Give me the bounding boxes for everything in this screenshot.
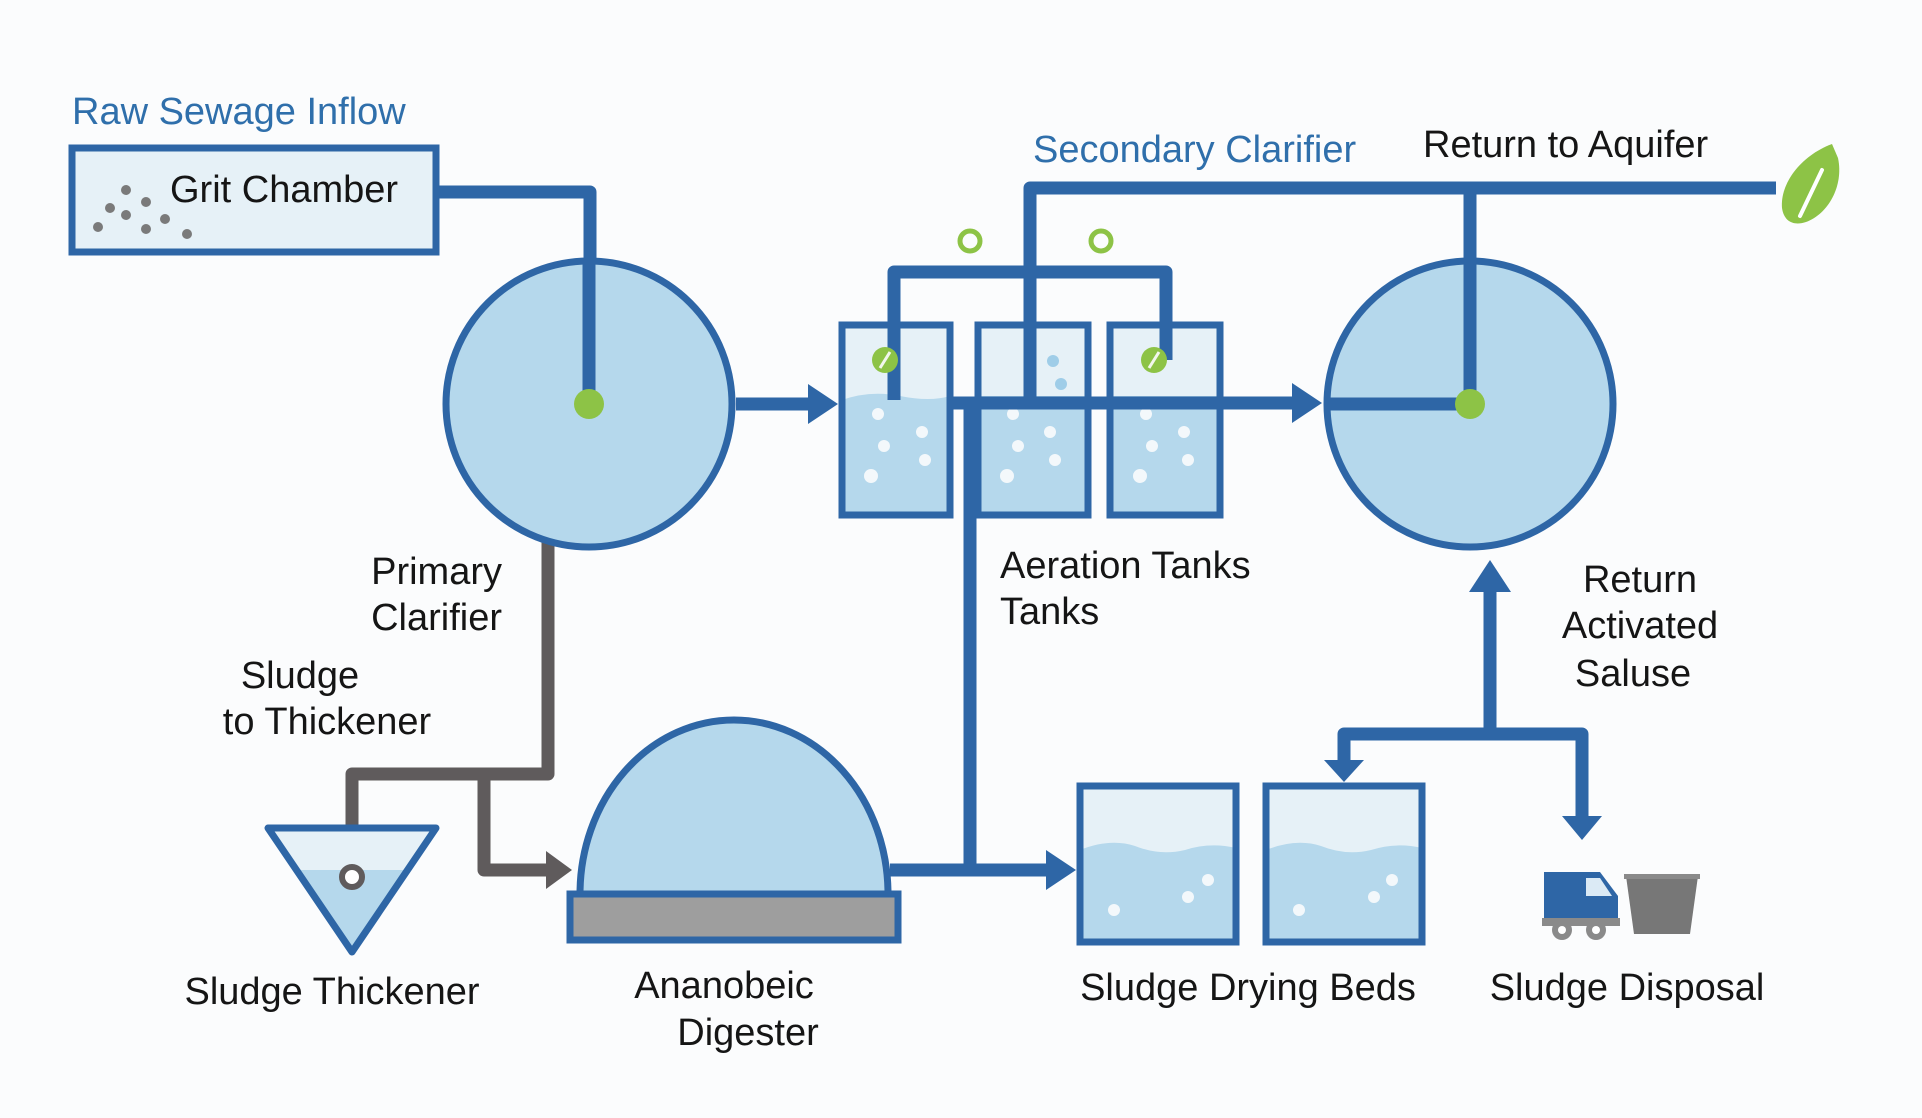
arrow-to-drying-bed [1324, 760, 1364, 782]
raw-sewage-inflow-label: Raw Sewage Inflow [72, 91, 406, 133]
primary-clarifier-label-1: Primary [371, 551, 502, 593]
sludge-to-thickener-label-2: to Thickener [223, 701, 432, 743]
digester-base [566, 890, 902, 944]
truck-icon [1542, 872, 1620, 940]
digester-dome [576, 716, 892, 898]
grit-chamber[interactable]: Grit Chamber [68, 144, 440, 256]
thickener-valve-icon [339, 864, 365, 890]
bubbles [864, 408, 931, 483]
primary-clarifier[interactable] [442, 257, 736, 551]
aeration-tanks-label-1: Aeration Tanks [1000, 545, 1251, 587]
arrow-digester-to-beds [1046, 850, 1076, 890]
pipe-sludge-to-digester [477, 774, 546, 877]
primary-clarifier-center [574, 389, 604, 419]
pipe-sludge-from-primary [345, 540, 555, 828]
aeration-tanks-label-2: Tanks [1000, 591, 1099, 633]
air-bubbles-rising [1047, 355, 1067, 390]
arrow-primary-to-aeration [808, 384, 838, 424]
return-activated-label-2: Activated [1562, 605, 1718, 647]
secondary-clarifier[interactable] [1323, 257, 1617, 551]
pipe-ras-split [1337, 727, 1589, 816]
grit-chamber-box [68, 144, 440, 256]
aeration-tanks[interactable] [838, 228, 1224, 519]
anaerobic-digester[interactable] [566, 716, 902, 944]
arrow-to-disposal [1562, 816, 1602, 840]
air-ring-icon [1088, 228, 1114, 254]
anaerobic-digester-label-1: Ananobeic [634, 965, 814, 1007]
leaf-icon [1781, 144, 1840, 224]
anaerobic-digester-label-2: Digester [677, 1012, 819, 1054]
sludge-drying-beds-label: Sludge Drying Beds [1080, 967, 1416, 1009]
arrow-return-activated [1469, 560, 1511, 592]
drying-bed-1-outline [1076, 782, 1240, 946]
return-activated-label-3: Saluse [1575, 653, 1691, 695]
return-activated-label-1: Return [1583, 559, 1697, 601]
sludge-disposal[interactable] [1542, 872, 1700, 940]
air-ring-icon [957, 228, 983, 254]
sensor-icon [1141, 347, 1167, 373]
primary-clarifier-label-2: Clarifier [371, 597, 502, 639]
drying-bed-2[interactable] [1262, 782, 1426, 946]
sludge-thickener-outline [264, 824, 440, 956]
aeration-tank-1[interactable] [838, 321, 954, 519]
bubbles [1000, 408, 1061, 483]
bubbles [1133, 408, 1194, 483]
arrow-aeration-to-secondary [1292, 383, 1322, 423]
return-to-aquifer-label: Return to Aquifer [1423, 124, 1709, 166]
drying-bed-1[interactable] [1076, 782, 1240, 946]
sludge-thickener[interactable] [264, 824, 440, 956]
sludge-disposal-label: Sludge Disposal [1490, 967, 1765, 1009]
grit-chamber-label: Grit Chamber [170, 169, 398, 211]
sludge-to-thickener-label-1: Sludge [241, 655, 359, 697]
sludge-drying-beds[interactable] [1076, 782, 1426, 946]
arrow-sludge-to-digester [546, 851, 572, 889]
secondary-clarifier-center [1455, 389, 1485, 419]
sludge-thickener-label: Sludge Thickener [184, 971, 479, 1013]
sensor-icon [872, 347, 898, 373]
pipe-return-to-aquifer [1023, 181, 1776, 272]
grit-particles-icon [93, 185, 192, 239]
drying-bed-2-outline [1262, 782, 1426, 946]
bin-icon [1624, 874, 1700, 934]
secondary-clarifier-label: Secondary Clarifier [1033, 129, 1356, 171]
